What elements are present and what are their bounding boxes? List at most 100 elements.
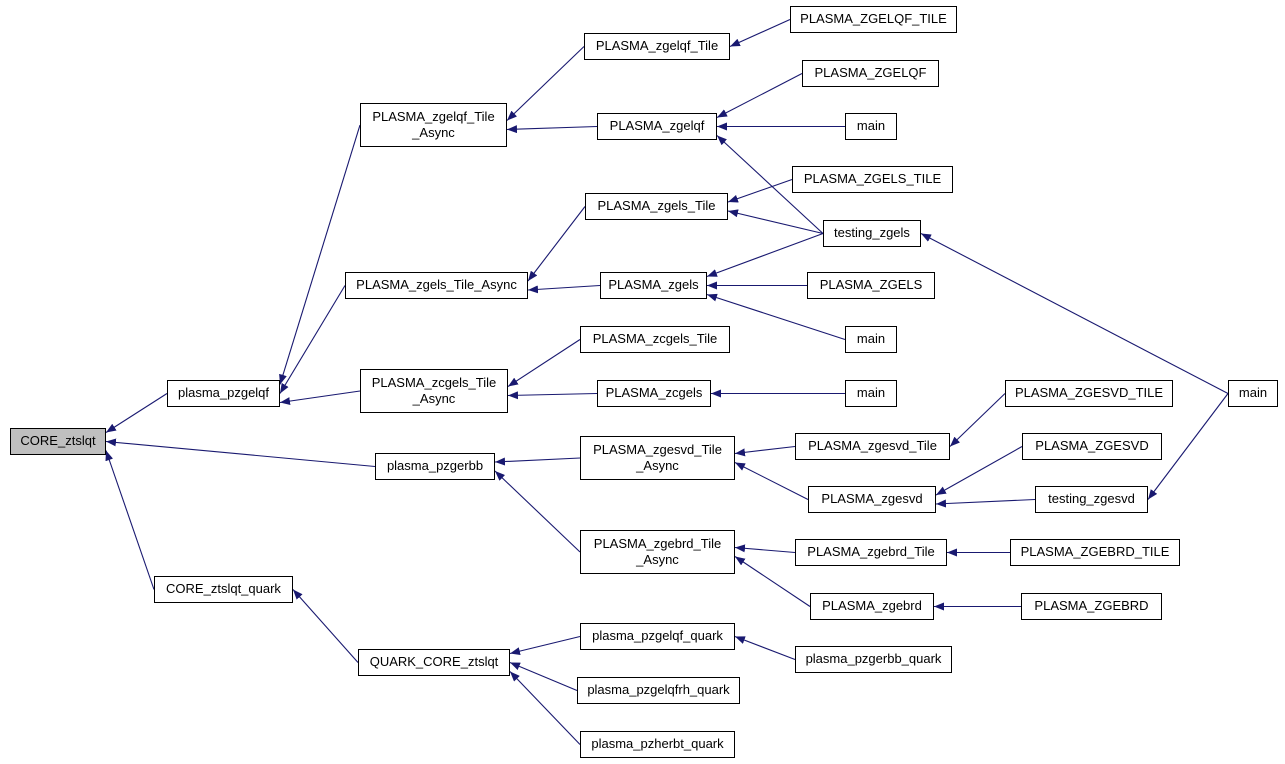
call-edge-PLASMA_zgebrd_Tile-to-PLASMA_zgebrd_Tile_Async: [734, 544, 796, 554]
call-edge-PLASMA_zgebrd_Tile_Async-to-plasma_pzgerbb: [494, 470, 581, 553]
graph-node-label: _Async: [412, 125, 455, 140]
graph-node-label: PLASMA_zgelqf_Tile: [595, 38, 719, 54]
graph-node-QUARK_CORE_ztslqt[interactable]: QUARK_CORE_ztslqt: [358, 649, 510, 676]
call-edge-PLASMA_zcgels_Tile_Async-to-plasma_pzgelqf: [279, 390, 361, 406]
graph-node-PLASMA_zgebrd_Tile_Async[interactable]: PLASMA_zgebrd_Tile_Async: [580, 530, 735, 574]
graph-node-PLASMA_zgebrd_Tile[interactable]: PLASMA_zgebrd_Tile: [795, 539, 947, 566]
graph-node-PLASMA_zgelqf_Tile[interactable]: PLASMA_zgelqf_Tile: [584, 33, 730, 60]
graph-node-label: PLASMA_zgesvd_Tile: [593, 441, 722, 457]
graph-node-plasma_pzgerbb_quark[interactable]: plasma_pzgerbb_quark: [795, 646, 952, 673]
call-edge-PLASMA_ZGELS_TILE-to-PLASMA_zgels_Tile: [727, 178, 793, 203]
graph-node-label: CORE_ztslqt: [20, 433, 96, 449]
graph-node-label: PLASMA_ZGEBRD_TILE: [1020, 544, 1170, 560]
graph-node-testing_zgels[interactable]: testing_zgels: [823, 220, 921, 247]
graph-node-PLASMA_ZGELQF_TILE[interactable]: PLASMA_ZGELQF_TILE: [790, 6, 957, 33]
call-edge-PLASMA_zgelqf-to-PLASMA_zgelqf_Tile_Async: [506, 125, 598, 134]
graph-node-label: plasma_pzgelqf: [177, 385, 270, 401]
graph-node-CORE_ztslqt: CORE_ztslqt: [10, 428, 106, 455]
graph-node-label: plasma_pzgelqfrh_quark: [587, 682, 730, 698]
graph-node-plasma_pzherbt_quark[interactable]: plasma_pzherbt_quark: [580, 731, 735, 758]
graph-node-PLASMA_zgesvd_Tile_Async[interactable]: PLASMA_zgesvd_Tile_Async: [580, 436, 735, 480]
graph-node-label: PLASMA_zgels_Tile: [597, 198, 716, 214]
graph-node-PLASMA_zgebrd[interactable]: PLASMA_zgebrd: [810, 593, 934, 620]
graph-node-label: PLASMA_zgesvd_Tile: [808, 438, 937, 454]
call-edge-PLASMA_zcgels_Tile-to-PLASMA_zcgels_Tile_Async: [507, 339, 581, 387]
graph-node-PLASMA_zcgels_Tile[interactable]: PLASMA_zcgels_Tile: [580, 326, 730, 353]
graph-node-PLASMA_zgelqf_Tile_Async[interactable]: PLASMA_zgelqf_Tile_Async: [360, 103, 507, 147]
graph-node-label: PLASMA_zcgels_Tile: [371, 374, 497, 390]
call-edge-testing_zgels-to-PLASMA_zgels_Tile: [727, 209, 824, 235]
call-edge-PLASMA_zcgels-to-PLASMA_zcgels_Tile_Async: [507, 391, 598, 400]
call-edge-plasma_pzherbt_quark-to-QUARK_CORE_ztslqt: [509, 671, 581, 745]
graph-node-label: PLASMA_ZGESVD_TILE: [1014, 385, 1164, 401]
graph-node-label: PLASMA_zcgels_Tile: [592, 331, 718, 347]
graph-node-main_testing[interactable]: main: [1228, 380, 1278, 407]
graph-node-PLASMA_ZGEBRD[interactable]: PLASMA_ZGEBRD: [1021, 593, 1162, 620]
graph-node-label: PLASMA_ZGELQF_TILE: [800, 11, 947, 27]
call-edge-PLASMA_zgels_Tile_Async-to-plasma_pzgelqf: [279, 285, 346, 394]
graph-node-PLASMA_zgels_Tile_Async[interactable]: PLASMA_zgels_Tile_Async: [345, 272, 528, 299]
call-edge-plasma_pzgerbb-to-CORE_ztslqt: [105, 438, 376, 468]
call-edge-testing_zgels-to-PLASMA_zgels: [706, 232, 824, 278]
graph-node-label: CORE_ztslqt_quark: [166, 581, 281, 597]
graph-node-label: plasma_pzherbt_quark: [591, 736, 724, 752]
graph-node-plasma_pzgerbb[interactable]: plasma_pzgerbb: [375, 453, 495, 480]
graph-node-PLASMA_ZGESVD[interactable]: PLASMA_ZGESVD: [1022, 433, 1162, 460]
graph-node-label: PLASMA_ZGELQF: [814, 65, 927, 81]
graph-node-label: PLASMA_ZGESVD: [1035, 438, 1149, 454]
graph-node-label: _Async: [636, 552, 679, 567]
graph-node-label: PLASMA_ZGELS: [819, 277, 923, 293]
call-edge-PLASMA_zgels_Tile-to-PLASMA_zgels_Tile_Async: [527, 206, 586, 282]
graph-node-PLASMA_ZGELQF[interactable]: PLASMA_ZGELQF: [802, 60, 939, 87]
graph-node-PLASMA_zgels_Tile[interactable]: PLASMA_zgels_Tile: [585, 193, 728, 220]
call-edge-PLASMA_ZGELQF_TILE-to-PLASMA_zgelqf_Tile: [729, 18, 791, 48]
graph-node-main_zcgels[interactable]: main: [845, 380, 897, 407]
graph-node-label: PLASMA_zgelqf: [609, 118, 705, 134]
graph-node-PLASMA_ZGELS_TILE[interactable]: PLASMA_ZGELS_TILE: [792, 166, 953, 193]
graph-node-PLASMA_zcgels_Tile_Async[interactable]: PLASMA_zcgels_Tile_Async: [360, 369, 508, 413]
graph-node-label: _Async: [412, 391, 456, 406]
graph-node-PLASMA_zgesvd_Tile[interactable]: PLASMA_zgesvd_Tile: [795, 433, 950, 460]
call-edge-plasma_pzgelqfrh_quark-to-QUARK_CORE_ztslqt: [509, 661, 578, 692]
call-edge-PLASMA_zgebrd-to-PLASMA_zgebrd_Tile_Async: [734, 556, 811, 607]
graph-node-PLASMA_zgesvd[interactable]: PLASMA_zgesvd: [808, 486, 936, 513]
call-edge-PLASMA_zgesvd_Tile-to-PLASMA_zgesvd_Tile_Async: [734, 445, 796, 457]
call-edge-PLASMA_zgels-to-PLASMA_zgels_Tile_Async: [527, 284, 601, 294]
graph-node-label: PLASMA_zgebrd_Tile: [593, 535, 722, 551]
call-edge-main_testing-to-testing_zgels: [920, 233, 1229, 394]
graph-node-CORE_ztslqt_quark[interactable]: CORE_ztslqt_quark: [154, 576, 293, 603]
graph-node-label: main: [856, 331, 886, 347]
graph-node-plasma_pzgelqfrh_quark[interactable]: plasma_pzgelqfrh_quark: [577, 677, 740, 704]
call-edge-CORE_ztslqt_quark-to-CORE_ztslqt: [105, 450, 155, 590]
graph-node-label: PLASMA_zgebrd: [822, 598, 922, 614]
graph-node-label: testing_zgels: [834, 225, 910, 241]
graph-node-label: _Async: [636, 458, 679, 473]
edge-group: [105, 18, 1229, 745]
call-edge-testing_zgels-to-PLASMA_zgelqf: [716, 135, 824, 234]
graph-node-PLASMA_ZGESVD_TILE[interactable]: PLASMA_ZGESVD_TILE: [1005, 380, 1173, 407]
graph-node-label: QUARK_CORE_ztslqt: [369, 654, 499, 670]
graph-node-plasma_pzgelqf[interactable]: plasma_pzgelqf: [167, 380, 280, 407]
graph-node-label: PLASMA_zgels: [608, 277, 699, 293]
graph-node-label: main: [856, 385, 886, 401]
graph-node-PLASMA_ZGEBRD_TILE[interactable]: PLASMA_ZGEBRD_TILE: [1010, 539, 1180, 566]
graph-node-PLASMA_zgelqf[interactable]: PLASMA_zgelqf: [597, 113, 717, 140]
graph-node-label: testing_zgesvd: [1048, 491, 1135, 507]
graph-node-PLASMA_ZGELS[interactable]: PLASMA_ZGELS: [807, 272, 935, 299]
graph-node-main_zgelqf[interactable]: main: [845, 113, 897, 140]
graph-node-label: PLASMA_zgels_Tile_Async: [356, 277, 517, 293]
graph-node-plasma_pzgelqf_quark[interactable]: plasma_pzgelqf_quark: [580, 623, 735, 650]
call-edge-PLASMA_ZGESVD_TILE-to-PLASMA_zgesvd_Tile: [949, 393, 1006, 447]
call-edge-plasma_pzgelqf-to-CORE_ztslqt: [105, 393, 168, 433]
call-edge-PLASMA_zgesvd-to-PLASMA_zgesvd_Tile_Async: [734, 462, 809, 500]
call-edge-PLASMA_zgesvd_Tile_Async-to-plasma_pzgerbb: [494, 457, 581, 466]
graph-node-PLASMA_zgels[interactable]: PLASMA_zgels: [600, 272, 707, 299]
graph-node-testing_zgesvd[interactable]: testing_zgesvd: [1035, 486, 1148, 513]
call-edge-plasma_pzgerbb_quark-to-plasma_pzgelqf_quark: [734, 635, 796, 661]
graph-node-label: plasma_pzgelqf_quark: [592, 628, 723, 644]
graph-node-PLASMA_zcgels[interactable]: PLASMA_zcgels: [597, 380, 711, 407]
graph-node-main_zgels[interactable]: main: [845, 326, 897, 353]
call-edge-PLASMA_zgelqf_Tile_Async-to-plasma_pzgelqf: [279, 124, 361, 385]
call-edge-plasma_pzgelqf_quark-to-QUARK_CORE_ztslqt: [509, 635, 581, 656]
